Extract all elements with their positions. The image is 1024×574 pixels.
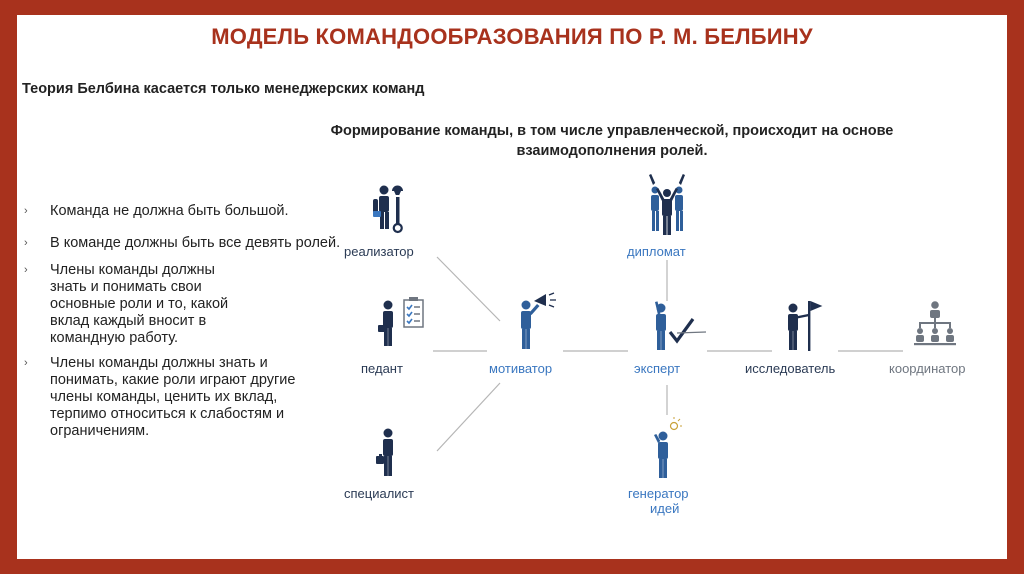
person-pointing-checkmark-icon <box>655 301 707 350</box>
bullet-text: Члены команды должны знать и понимать св… <box>50 262 229 346</box>
org-chart-icon <box>914 301 956 346</box>
bullet-marker: › <box>24 264 28 276</box>
bullet-item: › Команда не должна быть большой. <box>22 203 352 220</box>
bullet-item: › Члены команды должны знать и понимать с… <box>22 262 240 347</box>
role-label-motivator: мотиватор <box>489 361 552 376</box>
slide: МОДЕЛЬ КОМАНДООБРАЗОВАНИЯ ПО Р. М. БЕЛБИ… <box>17 15 1007 559</box>
worker-with-wrench-icon <box>373 185 403 234</box>
slide-title: МОДЕЛЬ КОМАНДООБРАЗОВАНИЯ ПО Р. М. БЕЛБИ… <box>211 24 813 49</box>
slide-subtitle: Теория Белбина касается только менеджерс… <box>22 81 425 97</box>
role-label-pedant: педант <box>361 361 403 376</box>
bullet-text: Члены команды должны знать и понимать, к… <box>50 355 296 439</box>
role-label-coordinator: координатор <box>889 361 965 376</box>
role-label-specialist: специалист <box>344 486 414 501</box>
role-label-realizator: реализатор <box>344 244 414 259</box>
role-label-generator-line-2: идей <box>650 501 679 516</box>
formation-statement: Формирование команды, в том числе управл… <box>272 121 952 161</box>
person-with-megaphone-icon <box>521 292 556 349</box>
person-with-flag-icon <box>788 301 823 351</box>
person-with-briefcase-icon <box>376 428 393 476</box>
connector-specialist-motivator <box>436 382 501 452</box>
bullet-marker: › <box>24 205 28 217</box>
connector-lines <box>433 256 903 452</box>
role-label-researcher: исследователь <box>745 361 836 376</box>
bullet-item: › В команде должны быть все девять ролей. <box>22 230 352 256</box>
bullet-list: › Команда не должна быть большой. › В кома… <box>22 203 352 449</box>
role-label-expert: эксперт <box>634 361 680 376</box>
role-diagram: реализатор дипломат <box>344 174 965 516</box>
bullet-marker: › <box>24 357 28 369</box>
bullet-item: › Члены команды должны знать и понимать, … <box>22 355 300 440</box>
person-with-lightbulb-icon <box>654 417 682 478</box>
people-group-icon <box>649 174 685 235</box>
formation-line-2: взаимодополнения ролей. <box>516 143 708 159</box>
connector-realizator-motivator <box>436 256 501 322</box>
bullet-marker: › <box>24 237 28 249</box>
role-label-generator-line-1: генератор <box>628 486 689 501</box>
person-with-checklist-icon <box>378 297 424 346</box>
bullet-text: В команде должны быть все девять ролей. <box>50 235 341 251</box>
role-label-diplomat: дипломат <box>627 244 686 259</box>
bullet-text: Команда не должна быть большой. <box>50 203 289 219</box>
formation-line-1: Формирование команды, в том числе управл… <box>330 123 894 139</box>
